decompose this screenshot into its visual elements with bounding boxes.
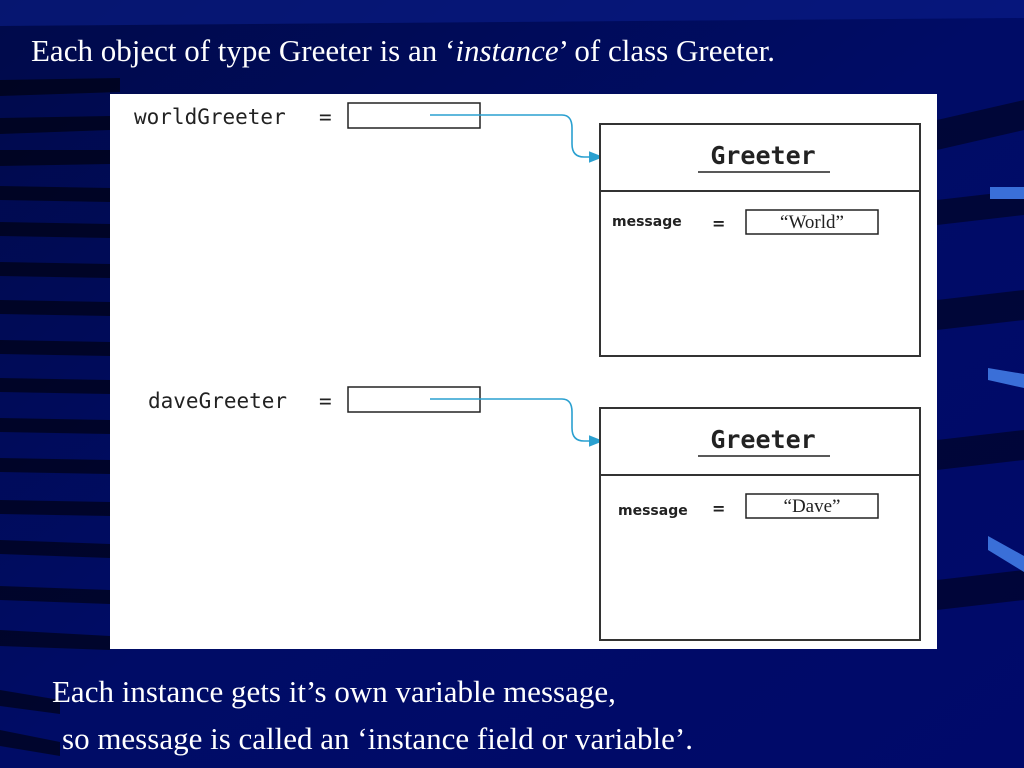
caption-line-1: Each instance gets it’s own variable mes…	[52, 674, 616, 709]
greeter-object-world: Greeter message = “World”	[599, 123, 921, 357]
title-text-before: Each object of type Greeter is an ‘	[31, 33, 456, 68]
object-box-world	[599, 123, 921, 357]
field-name-message-world: message	[612, 214, 682, 230]
field-equals-world: =	[712, 214, 725, 233]
class-name-greeter-world: Greeter	[710, 141, 815, 170]
background-stripes	[0, 78, 120, 756]
field-value-world: “World”	[780, 212, 844, 233]
title-text-after: ’ of class Greeter.	[558, 33, 775, 68]
caption-line-2: so message is called an ‘instance field …	[62, 721, 693, 756]
field-equals-dave: =	[712, 499, 725, 518]
object-box-dave	[599, 407, 921, 641]
object-diagram-panel: worldGreeter = Greeter message = “World”…	[110, 94, 937, 649]
object-diagram: worldGreeter = Greeter message = “World”…	[134, 102, 921, 641]
field-value-dave: “Dave”	[784, 496, 841, 517]
variable-equals-sign: =	[319, 389, 332, 413]
object-reference-dave: daveGreeter =	[148, 386, 604, 447]
reference-arrow-dave	[430, 398, 604, 447]
field-value-box-world	[745, 209, 879, 235]
variable-equals-sign: =	[319, 105, 332, 129]
title-text-italic: instance	[455, 33, 559, 68]
class-name-greeter-dave: Greeter	[710, 425, 815, 454]
slide-caption: Each instance gets it’s own variable mes…	[52, 668, 693, 762]
reference-arrow-world	[430, 114, 604, 163]
greeter-object-dave: Greeter message = “Dave”	[599, 407, 921, 641]
field-name-message-dave: message	[618, 503, 688, 519]
object-reference-world: worldGreeter =	[134, 102, 604, 163]
variable-label-daveGreeter: daveGreeter	[148, 389, 287, 413]
variable-label-worldGreeter: worldGreeter	[134, 105, 286, 129]
slide-title: Each object of type Greeter is an ‘insta…	[31, 33, 775, 68]
accent-bars	[988, 187, 1024, 572]
field-value-box-dave	[745, 493, 879, 519]
top-glow	[0, 0, 1024, 26]
